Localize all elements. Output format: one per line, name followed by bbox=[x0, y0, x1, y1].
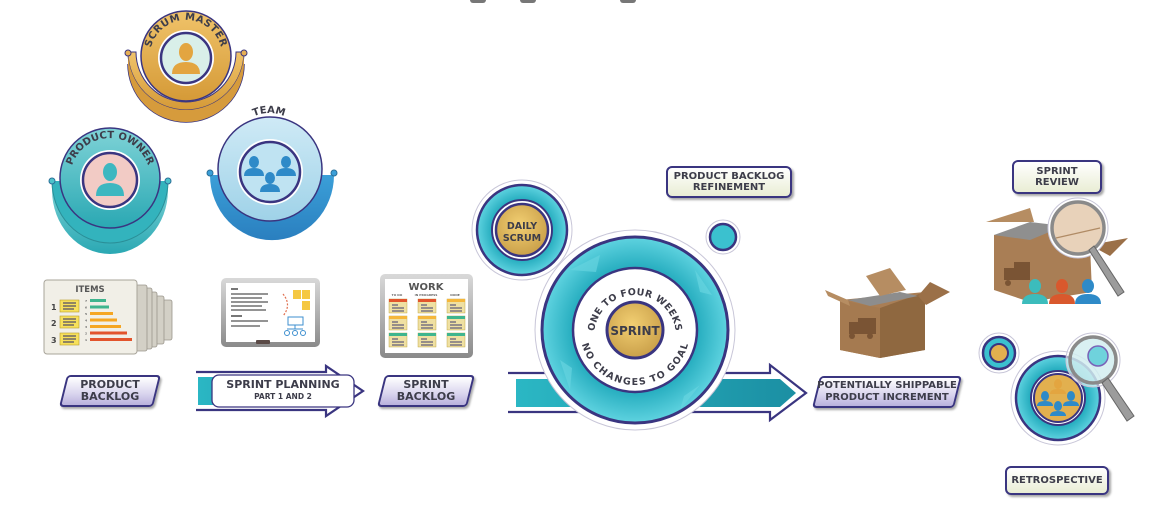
priority-bar bbox=[90, 338, 132, 341]
truck-icon bbox=[849, 318, 876, 339]
bar-rank: 6 bbox=[85, 306, 87, 310]
person-icon bbox=[172, 43, 200, 74]
task-card bbox=[417, 298, 437, 314]
retrospective-label: RETROSPECTIVE bbox=[1005, 466, 1109, 495]
items-title: ITEMS bbox=[75, 285, 104, 295]
svg-text:TEAM: TEAM bbox=[251, 105, 286, 119]
item-number: 2 bbox=[51, 319, 57, 328]
sprint-planning-title: SPRINT PLANNING bbox=[226, 378, 340, 391]
task-card bbox=[446, 332, 466, 348]
team-meeting-icon bbox=[1037, 379, 1079, 416]
sprint-planning-label: SPRINT PLANNING PART 1 AND 2 bbox=[212, 376, 354, 406]
bar-rank: 4 bbox=[85, 319, 87, 323]
refinement-dot bbox=[705, 219, 741, 255]
bar-rank: 2 bbox=[85, 332, 87, 336]
bar-rank: 1 bbox=[85, 338, 87, 342]
task-card bbox=[388, 315, 408, 331]
bar-rank: 3 bbox=[85, 325, 87, 329]
team-people-icon bbox=[244, 156, 296, 192]
task-card bbox=[446, 298, 466, 314]
priority-bar bbox=[90, 312, 113, 315]
cropped-title-fragment bbox=[470, 0, 690, 6]
org-chart-icon bbox=[284, 316, 306, 336]
sprint-planning-whiteboard bbox=[221, 278, 320, 347]
priority-bar bbox=[90, 325, 121, 328]
task-cards bbox=[388, 298, 466, 348]
column-header: TO DO bbox=[392, 293, 403, 297]
team-label: TEAM bbox=[251, 105, 286, 119]
reviewers-icon bbox=[1022, 279, 1101, 304]
priority-bar bbox=[90, 318, 117, 322]
work-title: WORK bbox=[409, 282, 445, 293]
priority-bar bbox=[90, 299, 106, 302]
task-card bbox=[446, 315, 466, 331]
sprint-label: SPRINT bbox=[610, 324, 660, 338]
shippable-increment-box bbox=[825, 268, 950, 358]
task-card bbox=[417, 332, 437, 348]
priority-bars: 7 6 5 4 3 2 1 bbox=[85, 299, 132, 342]
scrum-master-badge: SCRUM MASTER bbox=[124, 10, 248, 123]
bar-rank: 7 bbox=[85, 299, 87, 303]
team-badge: TEAM bbox=[206, 105, 338, 241]
retrospective-illustration bbox=[978, 332, 1135, 446]
bar-rank: 5 bbox=[85, 312, 87, 316]
task-card bbox=[417, 315, 437, 331]
sticky-notes bbox=[59, 299, 80, 346]
person-icon bbox=[96, 163, 124, 196]
daily-scrum-line2: SCRUM bbox=[503, 233, 541, 244]
daily-scrum-cycle: DAILY SCRUM bbox=[471, 179, 573, 281]
priority-bar bbox=[90, 305, 109, 309]
priority-bar bbox=[90, 331, 127, 335]
sprint-backlog-board: WORK TO DO IN PROGRESS DONE bbox=[380, 274, 473, 358]
sprint-planning-arrow bbox=[196, 363, 365, 419]
product-backlog-board: ITEMS 1 2 3 7 6 5 4 3 2 1 bbox=[43, 279, 173, 355]
column-header: IN PROGRESS bbox=[415, 293, 438, 297]
sprint-review-illustration bbox=[986, 197, 1128, 304]
item-number: 3 bbox=[51, 336, 57, 345]
sprint-planning-subtitle: PART 1 AND 2 bbox=[254, 392, 312, 401]
column-header: DONE bbox=[450, 293, 460, 297]
sprint-cycle: SPRINT ONE TO FOUR WEEKS NO CHANGES TO G… bbox=[534, 229, 736, 431]
task-card bbox=[388, 332, 408, 348]
task-card bbox=[388, 298, 408, 314]
product-owner-badge: PRODUCT OWNER bbox=[48, 127, 172, 254]
item-number: 1 bbox=[51, 303, 57, 312]
daily-scrum-line1: DAILY bbox=[507, 221, 537, 232]
